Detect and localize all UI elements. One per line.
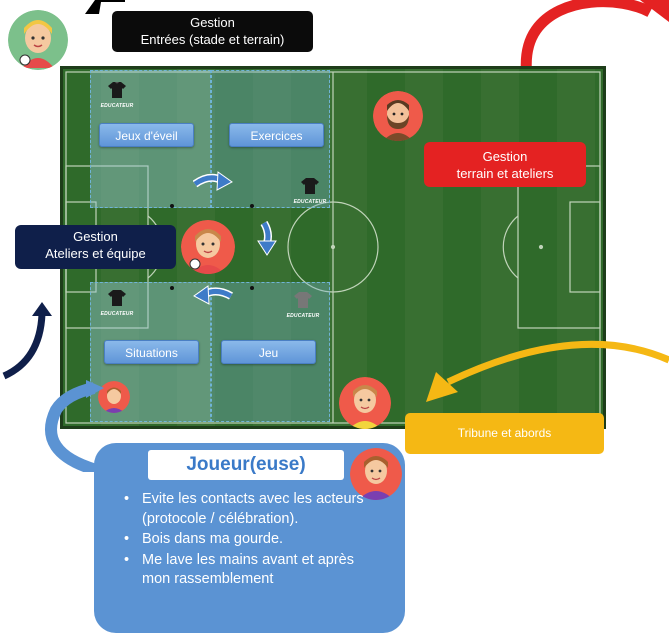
navy-curved-arrow <box>2 302 52 380</box>
avatar-spectator-icon <box>339 377 391 429</box>
zone-label-exercices: Exercices <box>229 123 324 147</box>
jersey-icon-bottom-left: EDUCATEUR <box>96 290 138 317</box>
entries-management-box: Gestion Entrées (stade et terrain) <box>112 11 313 52</box>
educator-caption: EDUCATEUR <box>286 313 320 319</box>
stands-box: Tribune et abords <box>405 413 604 454</box>
avatar-small-player-icon <box>98 381 130 413</box>
educator-caption: EDUCATEUR <box>293 199 327 205</box>
list-item: Bois dans ma gourde. <box>112 530 364 550</box>
jersey-icon-top-left: EDUCATEUR <box>96 82 138 109</box>
zone-label-jeu: Jeu <box>221 340 316 364</box>
jersey-icon-top-right: EDUCATEUR <box>289 178 331 205</box>
cone-dot <box>170 286 174 290</box>
team-management-box: Gestion Ateliers et équipe <box>15 225 176 269</box>
cone-dot <box>250 286 254 290</box>
avatar-player-icon <box>350 448 402 500</box>
player-panel-title: Joueur(euse) <box>148 450 344 480</box>
zone-label-situations: Situations <box>104 340 199 364</box>
zone-label-jeux-eveil: Jeux d'éveil <box>99 123 194 147</box>
rotation-arrow-left-icon <box>193 285 233 305</box>
cone-dot <box>250 204 254 208</box>
list-item: Evite les contacts avec les acteurs (pro… <box>112 490 364 529</box>
educator-caption: EDUCATEUR <box>100 103 134 109</box>
avatar-bearded-man-icon <box>373 91 423 141</box>
avatar-female-coach-icon <box>8 10 68 70</box>
cone-dot <box>170 204 174 208</box>
jersey-icon-bottom-right: EDUCATEUR <box>282 292 324 319</box>
list-item: Me lave les mains avant et après mon ras… <box>112 551 364 590</box>
educator-caption: EDUCATEUR <box>100 311 134 317</box>
avatar-coach-center-icon <box>181 220 235 274</box>
player-rules-list: Evite les contacts avec les acteurs (pro… <box>112 490 364 591</box>
corner-arrow-black <box>85 0 125 14</box>
field-management-box: Gestion terrain et ateliers <box>424 142 586 187</box>
rotation-arrow-down-icon <box>257 221 277 256</box>
rotation-arrow-right-icon <box>193 171 233 191</box>
blue-curved-arrow <box>45 380 104 472</box>
yellow-curved-arrow <box>426 340 669 402</box>
